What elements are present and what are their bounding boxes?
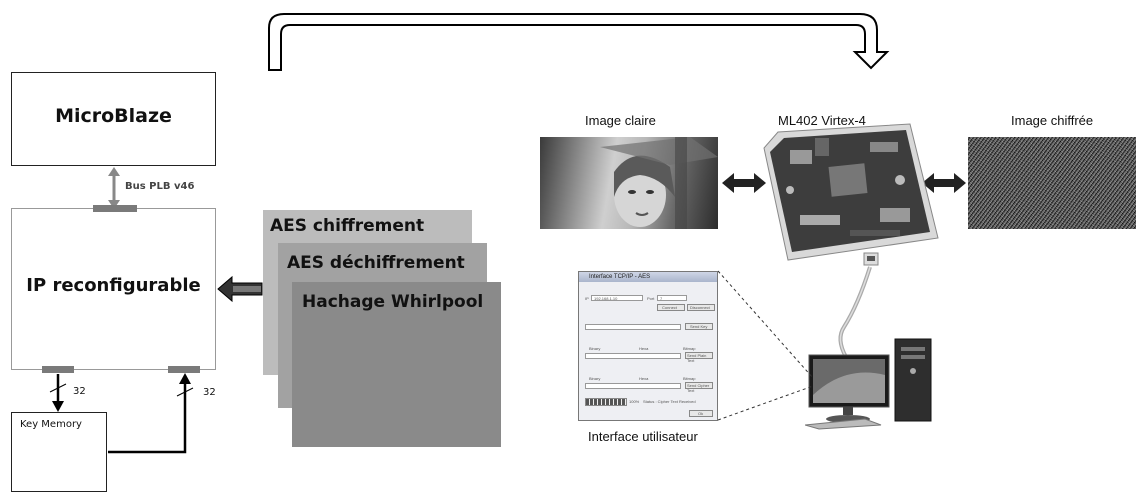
ui-window-title: Interface TCP/IP - AES bbox=[579, 272, 717, 282]
port-field-label: Port bbox=[647, 296, 655, 301]
send-plain-button-label: Send Plain Text bbox=[687, 353, 707, 363]
ip-port-right bbox=[168, 366, 200, 373]
image-cipher-caption: Image chiffrée bbox=[1011, 113, 1094, 128]
bus-32-wires bbox=[49, 373, 194, 454]
progress-value: 100% bbox=[629, 399, 640, 404]
load-arrow bbox=[217, 275, 263, 303]
ethernet-cable bbox=[838, 252, 879, 358]
ok-button[interactable]: Ok bbox=[689, 410, 713, 417]
module-aes-encrypt-label: AES chiffrement bbox=[270, 216, 425, 236]
bus-label: Bus PLB v46 bbox=[125, 181, 195, 192]
plain-board-arrow bbox=[722, 173, 766, 193]
plain-bitmap-option[interactable]: Bitmap bbox=[683, 346, 696, 351]
send-key-button-label: Send Key bbox=[690, 324, 708, 329]
connect-button-label: Connect bbox=[662, 305, 677, 310]
ui-dashed-connector bbox=[717, 270, 814, 421]
microblaze-box: MicroBlaze bbox=[11, 72, 216, 166]
board-caption: ML402 Virtex-4 bbox=[778, 113, 866, 128]
ip-field-value: 192.168.1.10 bbox=[594, 296, 618, 301]
cipher-binary-option[interactable]: Binary bbox=[589, 376, 601, 381]
bus-width-right: 32 bbox=[203, 387, 216, 398]
image-cipher-noise bbox=[968, 137, 1136, 229]
image-plain-caption: Image claire bbox=[585, 113, 656, 128]
bus-port bbox=[93, 205, 137, 212]
microblaze-label: MicroBlaze bbox=[55, 105, 172, 127]
cipher-bitmap-option[interactable]: Bitmap bbox=[683, 376, 696, 381]
send-plain-button[interactable]: Send Plain Text bbox=[685, 352, 713, 363]
bus-width-left: 32 bbox=[73, 386, 86, 397]
ip-reconfigurable-label: IP reconfigurable bbox=[26, 275, 201, 296]
key-memory-label: Key Memory bbox=[20, 419, 82, 430]
port-field-value: 7 bbox=[660, 296, 663, 301]
bus-arrow bbox=[108, 167, 120, 209]
plain-binary-option[interactable]: Binary bbox=[589, 346, 601, 351]
ip-field-label: IP bbox=[585, 296, 589, 301]
send-cipher-button[interactable]: Send Cipher Text bbox=[685, 382, 713, 393]
image-plain-photo bbox=[540, 137, 718, 229]
ok-button-label: Ok bbox=[698, 411, 704, 416]
module-whirlpool: Hachage Whirlpool bbox=[292, 282, 501, 447]
ui-window: Interface TCP/IP - AES IP 192.168.1.10 P… bbox=[578, 271, 718, 421]
plain-hexa-option[interactable]: Hexa bbox=[639, 346, 649, 351]
cipher-hexa-option[interactable]: Hexa bbox=[639, 376, 649, 381]
connect-button[interactable]: Connect bbox=[657, 304, 685, 311]
key-memory-box: Key Memory bbox=[11, 412, 107, 492]
fpga-board bbox=[763, 123, 939, 261]
top-loop-arrow bbox=[268, 13, 890, 71]
ip-reconfigurable-box: IP reconfigurable bbox=[11, 208, 216, 370]
module-aes-decrypt-label: AES déchiffrement bbox=[287, 253, 465, 273]
cipher-path-field[interactable] bbox=[585, 383, 681, 389]
send-cipher-button-label: Send Cipher Text bbox=[687, 383, 710, 393]
ip-port-left bbox=[42, 366, 74, 373]
status-text: Status : Cipher Text Received bbox=[643, 399, 696, 404]
ip-field[interactable]: 192.168.1.10 bbox=[591, 295, 643, 301]
board-cipher-arrow bbox=[922, 173, 966, 193]
progress-bar bbox=[585, 398, 627, 406]
desktop-computer bbox=[805, 338, 932, 430]
disconnect-button-label: Disconnect bbox=[690, 305, 710, 310]
send-key-button[interactable]: Send Key bbox=[685, 323, 713, 330]
key-path-field[interactable] bbox=[585, 324, 681, 330]
ui-caption: Interface utilisateur bbox=[588, 429, 698, 444]
port-field[interactable]: 7 bbox=[657, 295, 687, 301]
plain-path-field[interactable] bbox=[585, 353, 681, 359]
module-whirlpool-label: Hachage Whirlpool bbox=[302, 292, 484, 312]
disconnect-button[interactable]: Disconnect bbox=[687, 304, 715, 311]
